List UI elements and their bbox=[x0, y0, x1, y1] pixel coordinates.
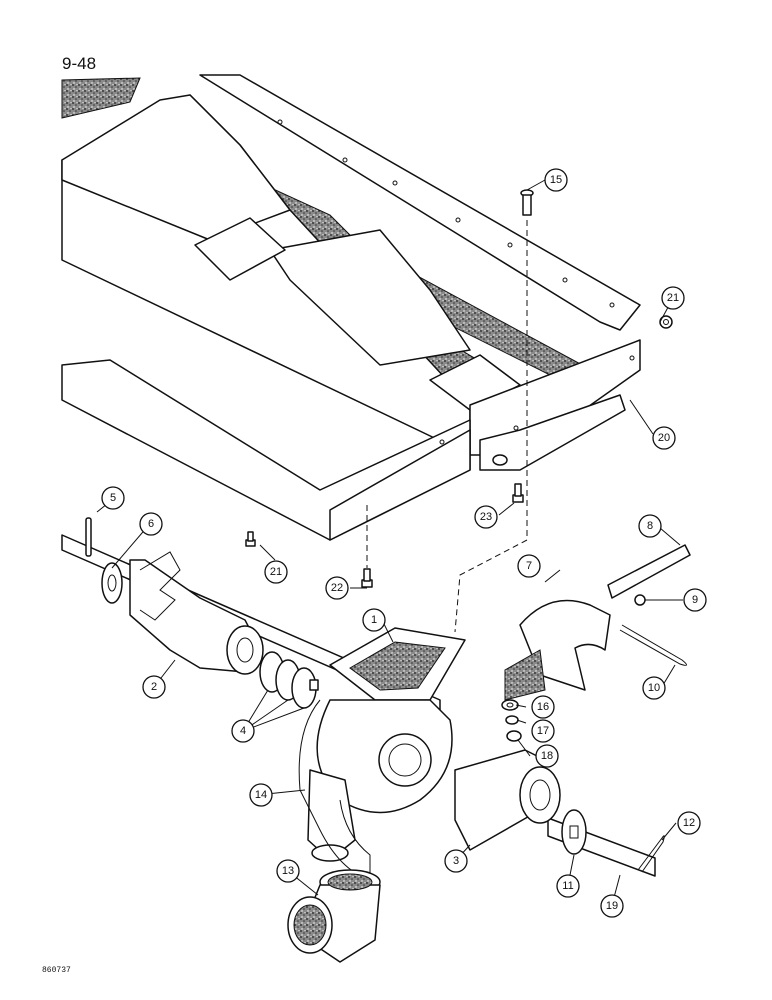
callout-4: 4 bbox=[231, 719, 255, 743]
bolt-21-lower bbox=[245, 531, 256, 547]
callout-13: 13 bbox=[276, 859, 300, 883]
svg-text:21: 21 bbox=[270, 566, 282, 578]
auger-flighting-4 bbox=[259, 651, 319, 709]
callout-23: 23 bbox=[474, 505, 498, 529]
bearing-block-3 bbox=[454, 749, 561, 851]
callout-5: 5 bbox=[101, 486, 125, 510]
callout-14: 14 bbox=[249, 783, 273, 807]
bolt-9 bbox=[634, 594, 666, 606]
cotter-pin-12 bbox=[637, 835, 665, 873]
trough-back-rail bbox=[199, 74, 641, 331]
svg-text:10: 10 bbox=[648, 682, 660, 694]
callout-2: 2 bbox=[142, 675, 166, 699]
page-number: 9-48 bbox=[62, 54, 97, 73]
retaining-spring-14 bbox=[298, 699, 371, 881]
svg-text:23: 23 bbox=[480, 511, 492, 523]
callout-17: 17 bbox=[531, 719, 555, 743]
svg-text:6: 6 bbox=[148, 518, 154, 530]
callout-10: 10 bbox=[642, 676, 666, 700]
callout-1: 1 bbox=[362, 608, 386, 632]
svg-text:9: 9 bbox=[692, 594, 698, 606]
callout-19: 19 bbox=[600, 894, 624, 918]
lock-washer-17 bbox=[505, 715, 519, 725]
carriage-bolt-15 bbox=[520, 189, 534, 216]
cotter-pin-10 bbox=[619, 624, 687, 666]
alignment-line-housing bbox=[454, 539, 528, 633]
callout-21-lower: 21 bbox=[264, 560, 288, 584]
svg-text:19: 19 bbox=[606, 900, 618, 912]
trough-end-hole bbox=[492, 454, 508, 466]
pin-5 bbox=[85, 517, 92, 557]
bolt-23 bbox=[512, 483, 524, 503]
trough-lower-lip bbox=[329, 429, 471, 541]
callout-7: 7 bbox=[517, 554, 541, 578]
callout-9: 9 bbox=[683, 588, 707, 612]
trough-end-channel bbox=[479, 394, 626, 471]
callout-11: 11 bbox=[556, 874, 580, 898]
bearing-cap-7 bbox=[504, 599, 611, 701]
svg-text:8: 8 bbox=[647, 520, 653, 532]
svg-text:12: 12 bbox=[683, 817, 695, 829]
callout-15: 15 bbox=[544, 168, 568, 192]
strap-8 bbox=[607, 544, 691, 599]
svg-text:16: 16 bbox=[537, 701, 549, 713]
callout-8: 8 bbox=[638, 514, 662, 538]
bolt-22 bbox=[361, 568, 373, 588]
svg-text:15: 15 bbox=[550, 174, 562, 186]
figure-code: 860737 bbox=[42, 966, 71, 975]
washer-11 bbox=[561, 809, 587, 855]
callout-20: 20 bbox=[652, 426, 676, 450]
trough-hood-left bbox=[61, 94, 291, 241]
nut-21-upper bbox=[659, 315, 673, 329]
svg-text:7: 7 bbox=[526, 560, 532, 572]
svg-text:4: 4 bbox=[240, 725, 246, 737]
nut-18 bbox=[506, 730, 522, 742]
washer-6 bbox=[101, 562, 123, 604]
svg-text:21: 21 bbox=[667, 292, 679, 304]
svg-text:3: 3 bbox=[453, 855, 459, 867]
svg-text:17: 17 bbox=[537, 725, 549, 737]
svg-text:11: 11 bbox=[562, 880, 573, 892]
svg-text:13: 13 bbox=[282, 865, 294, 877]
trough-bolt-holes bbox=[277, 119, 635, 445]
svg-text:5: 5 bbox=[110, 492, 116, 504]
trough-assembly bbox=[61, 74, 641, 541]
svg-text:2: 2 bbox=[151, 681, 157, 693]
trough-opening-1 bbox=[194, 217, 286, 281]
svg-text:1: 1 bbox=[371, 614, 377, 626]
svg-text:14: 14 bbox=[255, 789, 267, 801]
callout-16: 16 bbox=[531, 695, 555, 719]
callout-3: 3 bbox=[444, 849, 468, 873]
outlet-elbow-13 bbox=[287, 869, 381, 963]
svg-text:18: 18 bbox=[541, 750, 553, 762]
washer-16 bbox=[501, 699, 519, 711]
trough-floor-shade bbox=[61, 77, 141, 119]
svg-text:20: 20 bbox=[658, 432, 670, 444]
hopper-housing-1 bbox=[307, 627, 466, 862]
callout-12: 12 bbox=[677, 811, 701, 835]
callout-18: 18 bbox=[535, 744, 559, 768]
callout-21-upper: 21 bbox=[661, 286, 685, 310]
svg-text:22: 22 bbox=[331, 582, 343, 594]
trough-hood-right bbox=[269, 229, 471, 366]
callout-6: 6 bbox=[139, 512, 163, 536]
impeller-2 bbox=[129, 551, 264, 675]
callout-22: 22 bbox=[325, 576, 349, 600]
